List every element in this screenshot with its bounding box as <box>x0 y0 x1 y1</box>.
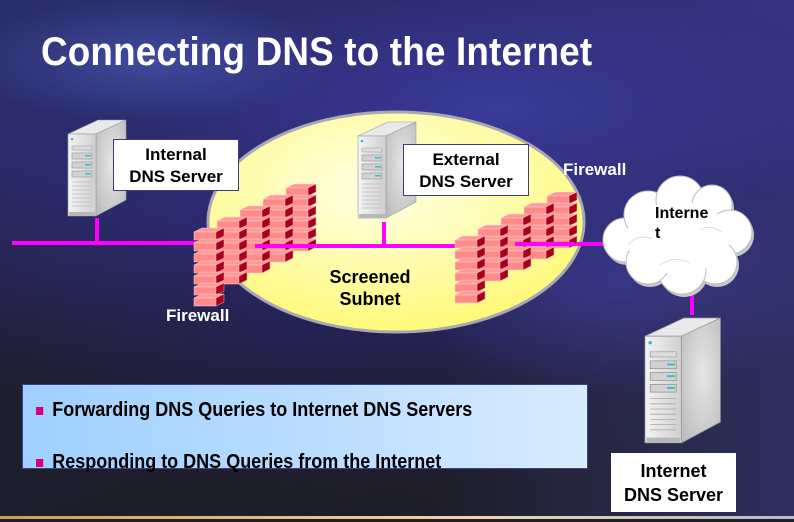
label-line: DNS Server <box>129 167 223 186</box>
bottom-rule <box>0 516 794 519</box>
brick <box>454 235 486 249</box>
bullet-item: Responding to DNS Queries from the Inter… <box>36 451 441 474</box>
bullet-text: Responding to DNS Queries from the Inter… <box>52 451 442 473</box>
slide-title: Connecting DNS to the Internet <box>41 30 593 74</box>
bullet-item: Forwarding DNS Queries to Internet DNS S… <box>36 399 472 422</box>
brick <box>454 268 486 282</box>
brick <box>262 194 294 208</box>
internet-dns-server-label: Internet DNS Server <box>611 453 736 512</box>
brick <box>454 279 486 293</box>
bullet-text: Forwarding DNS Queries to Internet DNS S… <box>52 399 473 421</box>
internet-cloud-label: Interne t <box>655 204 735 244</box>
brick <box>454 246 486 260</box>
bullet-list: Forwarding DNS Queries to Internet DNS S… <box>22 384 588 473</box>
brick <box>239 205 271 219</box>
label-line: External <box>432 150 500 169</box>
internet-cloud-icon <box>602 175 754 297</box>
label-line: Screened <box>329 267 411 287</box>
label-line: Internal <box>145 145 207 164</box>
label-line: t <box>655 225 661 242</box>
brick <box>216 216 248 230</box>
brick <box>546 191 578 205</box>
label-line: Internet <box>640 461 707 481</box>
brick <box>193 238 225 252</box>
brick <box>500 213 532 227</box>
brick <box>477 224 509 238</box>
external-dns-server-label: External DNS Server <box>403 144 529 196</box>
brick <box>454 290 486 304</box>
brick <box>193 227 225 241</box>
screened-subnet-label: Screened Subnet <box>310 266 430 310</box>
firewall-right-label: Firewall <box>563 160 627 179</box>
label-line: DNS Server <box>623 485 724 505</box>
brick <box>523 202 555 216</box>
brick <box>193 271 225 285</box>
brick <box>193 249 225 263</box>
internal-dns-server-label: Internal DNS Server <box>113 139 239 191</box>
label-line: DNS Server <box>419 172 513 191</box>
firewall-left-label: Firewall <box>166 306 230 325</box>
label-line: Subnet <box>339 289 401 309</box>
label-line: Interne <box>655 205 709 222</box>
brick <box>193 282 225 296</box>
brick <box>193 293 225 307</box>
brick <box>454 257 486 271</box>
internet-server-icon <box>644 317 722 444</box>
bullet-square-icon <box>36 458 44 467</box>
bullet-square-icon <box>36 406 44 415</box>
brick <box>285 183 317 197</box>
brick <box>193 260 225 274</box>
